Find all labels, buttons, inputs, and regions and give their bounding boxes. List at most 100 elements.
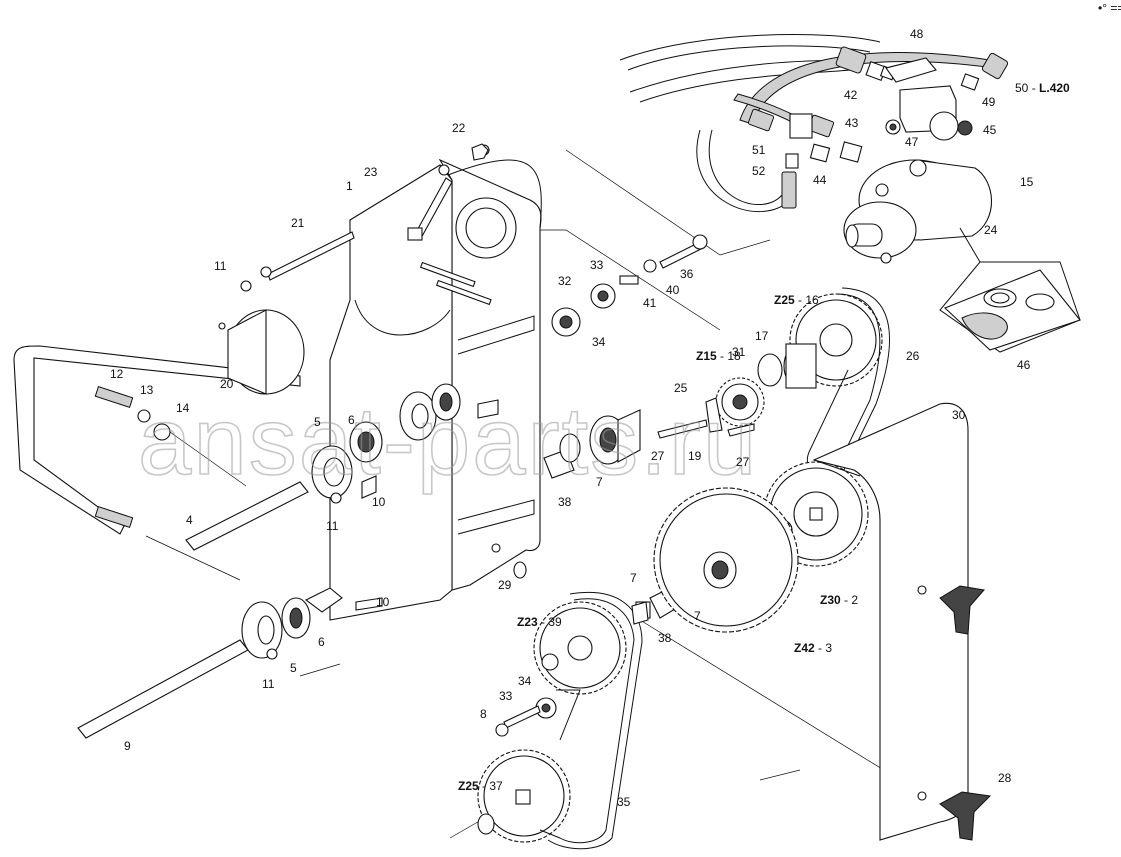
callout-7b: 7 [630, 571, 637, 585]
callout-15-number: 15 [1020, 175, 1034, 189]
callout-50: 50 - L.420 [1015, 81, 1070, 95]
callout-47-number: 47 [905, 135, 919, 149]
corner-mark: •° === [1098, 1, 1121, 15]
callout-49-number: 49 [982, 95, 996, 109]
callout-38a-number: 38 [558, 495, 572, 509]
callout-11c: 11 [262, 677, 275, 691]
callout-41-number: 41 [643, 296, 657, 310]
callout-16-number: 16 [805, 293, 819, 307]
callout-4: 4 [186, 513, 193, 527]
callout-7a: 7 [596, 475, 603, 489]
small-sprocket-top [551, 234, 708, 337]
callout-31-number: 31 [732, 345, 746, 359]
callout-46-number: 46 [1017, 358, 1031, 372]
cover-20 [218, 309, 305, 395]
callout-20-number: 20 [220, 377, 234, 391]
callout-38a: 38 [558, 495, 572, 509]
sprocket-18 [657, 377, 765, 439]
callout-5b-number: 5 [290, 661, 297, 675]
callout-19: 19 [688, 449, 702, 463]
callout-10a: 10 [372, 495, 386, 509]
callout-39-prefix: Z23 [517, 615, 538, 629]
callout-45-number: 45 [983, 123, 997, 137]
callout-51: 51 [752, 143, 766, 157]
callout-9: 9 [124, 739, 131, 753]
callout-8: 8 [480, 707, 487, 721]
callout-26: 26 [906, 349, 920, 363]
callout-39-number: 39 [548, 615, 562, 629]
callout-24: 24 [984, 223, 998, 237]
callout-3: Z42 - 3 [794, 641, 832, 655]
callout-31: 31 [732, 345, 746, 359]
chain-35 [539, 592, 643, 850]
callout-7c: 7 [694, 609, 701, 623]
shaft-9 [77, 639, 249, 739]
callout-33a: 33 [590, 258, 604, 272]
callout-23: 23 [364, 165, 378, 179]
hub-17 [757, 343, 817, 389]
callout-12-number: 12 [110, 367, 124, 381]
callout-33a-number: 33 [590, 258, 604, 272]
callout-35: 35 [617, 795, 631, 809]
callout-25: 25 [674, 381, 688, 395]
callout-11b: 11 [326, 519, 339, 533]
small-fasteners [266, 399, 649, 660]
hydraulic-motor [843, 159, 993, 264]
callout-10a-number: 10 [372, 495, 386, 509]
callout-33b-number: 33 [499, 689, 513, 703]
callout-27a-number: 27 [651, 449, 665, 463]
callout-40: 40 [666, 283, 680, 297]
callout-39: Z23 - 39 [517, 615, 562, 629]
callout-45: 45 [983, 123, 997, 137]
callout-5b: 5 [290, 661, 297, 675]
callout-6b-number: 6 [318, 635, 325, 649]
callout-32: 32 [558, 274, 572, 288]
callout-52: 52 [752, 164, 766, 178]
main-frame-plate [329, 144, 542, 621]
callout-28: 28 [998, 771, 1012, 785]
callout-42: 42 [844, 88, 858, 102]
knob-28 [917, 585, 992, 841]
callout-51-number: 51 [752, 143, 766, 157]
callout-34b: 34 [518, 674, 532, 688]
bracket-48 [885, 57, 937, 83]
callout-21: 21 [291, 216, 305, 230]
callout-7c-number: 7 [694, 609, 701, 623]
callout-3-number: 3 [825, 641, 832, 655]
callout-9-number: 9 [124, 739, 131, 753]
callout-1: 1 [346, 179, 353, 193]
callout-48: 48 [910, 27, 924, 41]
callout-48-number: 48 [910, 27, 924, 41]
callout-2-prefix: Z30 [820, 593, 841, 607]
callout-21-number: 21 [291, 216, 305, 230]
callout-33b: 33 [499, 689, 513, 703]
callout-6a-number: 6 [348, 413, 355, 427]
callout-46: 46 [1017, 358, 1031, 372]
bolt-21 [267, 231, 355, 281]
callout-20: 20 [220, 377, 234, 391]
callout-41: 41 [643, 296, 657, 310]
callout-7b-number: 7 [630, 571, 637, 585]
callout-38b: 38 [658, 631, 672, 645]
tensioner-38-top [543, 409, 641, 479]
callout-52-number: 52 [752, 164, 766, 178]
callout-43: 43 [845, 116, 859, 130]
callout-14: 14 [176, 401, 190, 415]
callout-50-suffix: L.420 [1039, 81, 1070, 95]
callout-22-number: 22 [452, 121, 466, 135]
callout-28-number: 28 [998, 771, 1012, 785]
callout-5a: 5 [314, 415, 321, 429]
callout-11a-number: 11 [214, 259, 227, 273]
callout-13-number: 13 [140, 383, 154, 397]
callout-29: 29 [498, 578, 512, 592]
callout-27a: 27 [651, 449, 665, 463]
small-sprocket-bottom [495, 697, 557, 737]
callout-47: 47 [905, 135, 919, 149]
callout-25-number: 25 [674, 381, 688, 395]
callout-26-number: 26 [906, 349, 920, 363]
watermark: ansat-parts.ru [138, 388, 758, 495]
callout-44: 44 [813, 173, 827, 187]
callout-13: 13 [140, 383, 154, 397]
